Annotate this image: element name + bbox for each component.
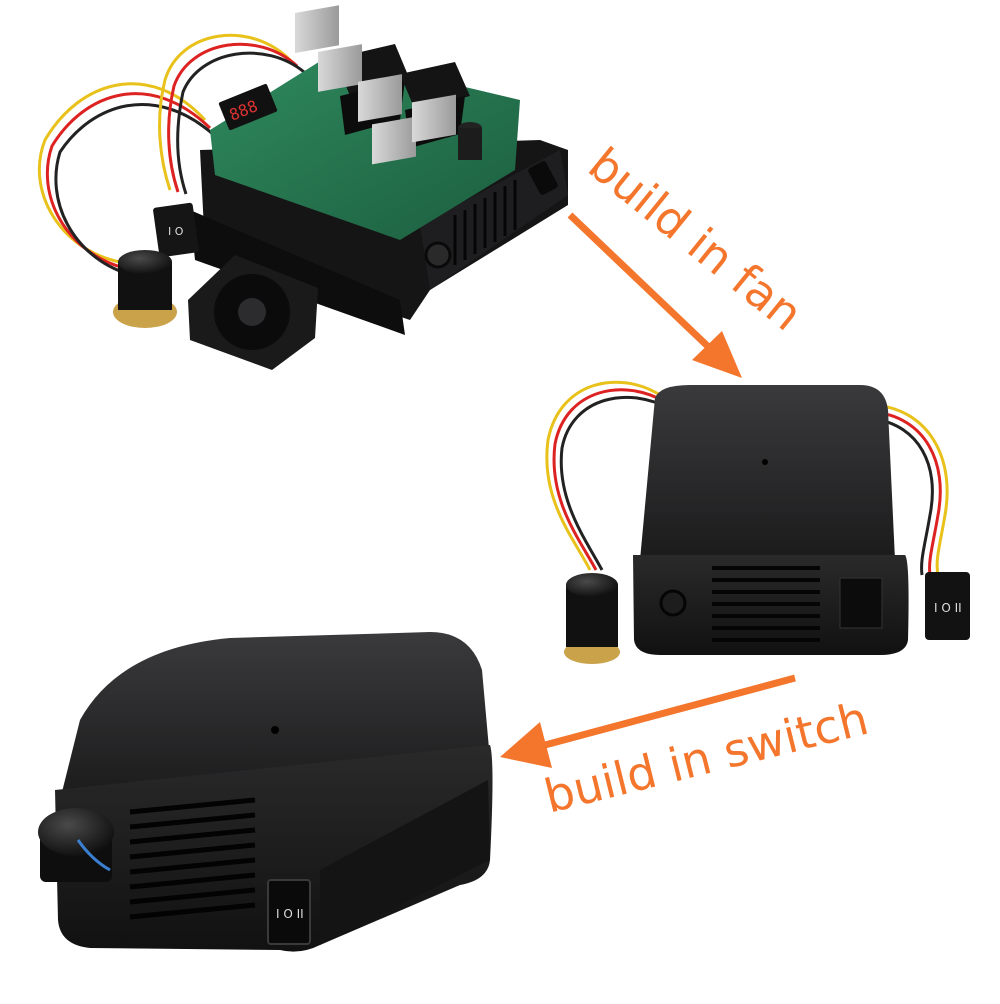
rocker-switch bbox=[153, 202, 199, 258]
cooling-fan bbox=[188, 255, 318, 370]
arrow-to-middle bbox=[567, 212, 742, 378]
enclosed-case-photo: I O II bbox=[545, 380, 970, 664]
svg-text:I O II: I O II bbox=[934, 601, 962, 615]
arrow-to-bottom bbox=[500, 674, 796, 768]
front-vents bbox=[129, 797, 256, 920]
front-vents bbox=[712, 566, 820, 642]
switch-cutout bbox=[839, 577, 883, 629]
integrated-knob bbox=[38, 808, 114, 882]
svg-text:I O II: I O II bbox=[276, 907, 304, 921]
heatsinks bbox=[295, 5, 456, 165]
case-top bbox=[640, 385, 895, 560]
knob-hole bbox=[659, 589, 687, 617]
wire-harness bbox=[37, 33, 305, 276]
knob-hole bbox=[424, 241, 452, 269]
capacitor bbox=[458, 128, 482, 160]
rocker-switch bbox=[267, 879, 311, 945]
integrated-case-photo: I O II bbox=[38, 632, 493, 952]
svg-text:I O: I O bbox=[168, 225, 184, 238]
vent-slots bbox=[453, 180, 517, 265]
potentiometer-knob bbox=[564, 573, 620, 664]
rocker-switch bbox=[925, 572, 970, 640]
circuit-board-photo: 888 I O bbox=[37, 5, 568, 370]
potentiometer-knob bbox=[113, 250, 177, 328]
end-switch-slot bbox=[528, 161, 558, 195]
led-display bbox=[218, 83, 278, 131]
